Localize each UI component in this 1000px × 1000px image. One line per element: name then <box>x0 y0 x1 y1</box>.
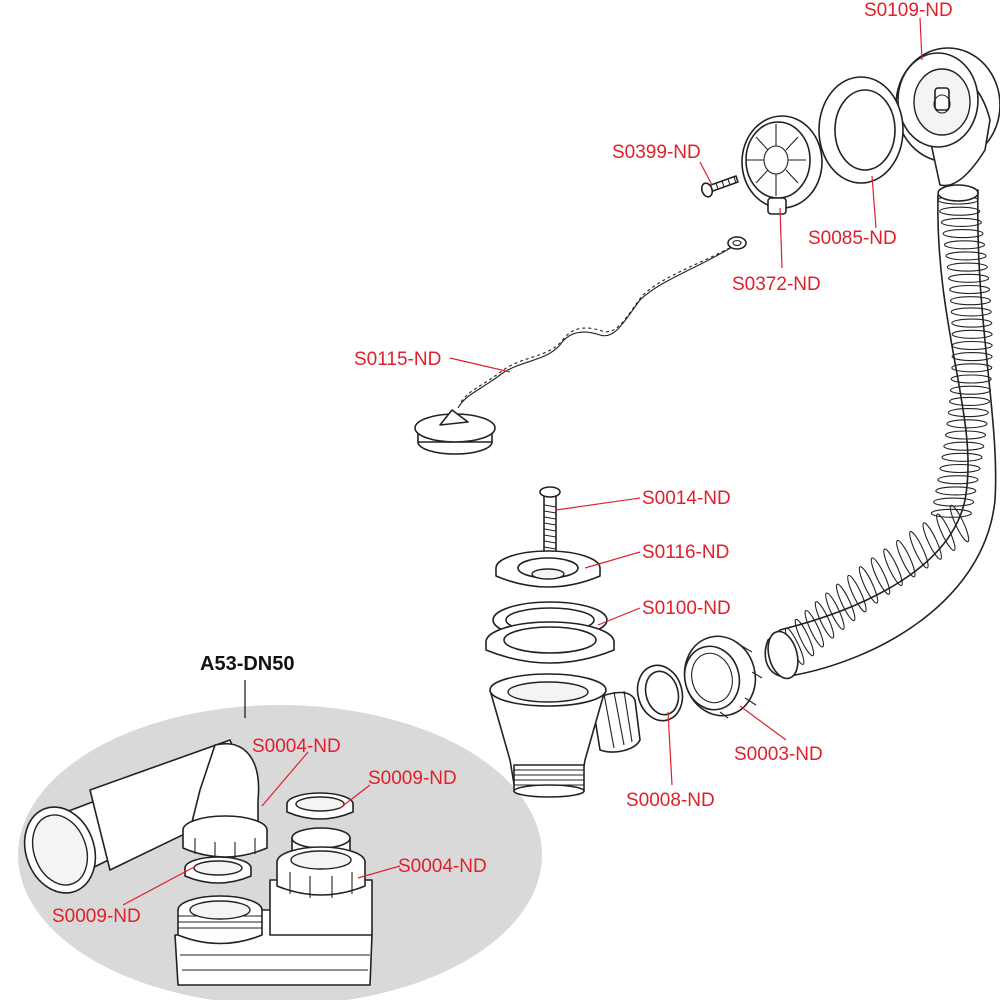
hose-ring <box>949 504 970 543</box>
label-s0372: S0372-ND <box>732 274 821 295</box>
hose-ring <box>870 557 891 595</box>
hose-ring <box>945 251 987 261</box>
hose-ring <box>896 539 916 578</box>
hose-ring <box>951 329 993 339</box>
hose-ring <box>936 513 956 552</box>
hose-ring <box>946 262 988 272</box>
hose-ring <box>922 522 942 560</box>
hose-ring <box>951 352 993 362</box>
hose-ring <box>941 452 983 462</box>
kit-title: A53-DN50 <box>200 653 294 675</box>
label-s0100: S0100-ND <box>642 598 731 619</box>
hose-ring <box>804 609 825 648</box>
hose-ring <box>947 408 989 418</box>
hose-ring <box>814 601 835 639</box>
hose-ring <box>950 307 992 317</box>
part-s0109-overflow-body <box>895 47 1000 187</box>
label-s0009-left: S0009-ND <box>52 906 141 927</box>
hose-ring <box>847 574 867 613</box>
part-s0399-screw <box>700 175 739 198</box>
hose-ring <box>949 385 992 395</box>
part-s0372-overflow-cover <box>741 115 823 215</box>
label-s0003: S0003-ND <box>734 744 823 765</box>
hose-ring <box>948 273 990 283</box>
hose-ring <box>825 592 845 630</box>
hose-ring <box>949 296 992 306</box>
hose-ring <box>940 217 982 227</box>
hose-ring <box>951 340 993 351</box>
hose-ring <box>943 441 985 451</box>
part-s0115-chain-and-plug <box>414 236 747 455</box>
part-s0116-strainer <box>495 550 601 588</box>
leader-lines <box>122 17 923 906</box>
label-s0004-left: S0004-ND <box>252 736 341 757</box>
label-s0115: S0115-ND <box>354 349 441 370</box>
hose-ring <box>950 374 992 384</box>
hose-ring <box>937 475 979 485</box>
label-s0014: S0014-ND <box>642 488 731 509</box>
hose-ring <box>942 229 984 239</box>
label-s0085: S0085-ND <box>808 228 897 249</box>
hose-ring <box>948 396 991 406</box>
part-s0008-ring <box>636 664 684 722</box>
flexible-hose <box>764 184 997 680</box>
hose-ring <box>939 206 981 216</box>
label-s0116: S0116-ND <box>642 542 729 563</box>
hose-ring <box>909 531 929 569</box>
part-s0100-seal-rings <box>485 601 615 664</box>
hose-ring <box>951 318 993 328</box>
hose-ring <box>951 363 993 373</box>
hose-ring <box>944 430 987 440</box>
hose-ring <box>939 463 981 474</box>
hose-ring <box>835 583 856 622</box>
label-s0109: S0109-ND <box>864 0 953 21</box>
hose-ring <box>794 618 815 657</box>
part-s0085-gasket <box>818 76 904 184</box>
hose-ring <box>935 486 977 496</box>
label-s0004-right: S0004-ND <box>398 856 487 877</box>
hose-ring <box>858 566 879 604</box>
label-s0009-right: S0009-ND <box>368 768 457 789</box>
drain-body <box>489 673 641 798</box>
hose-ring <box>946 419 988 429</box>
kit-a53-dn50-siphon <box>23 739 373 986</box>
hose-ring <box>943 240 986 250</box>
hose-ring <box>930 508 972 518</box>
part-s0014-screw <box>539 486 561 556</box>
hose-ring <box>883 548 903 587</box>
label-s0399: S0399-ND <box>612 142 701 163</box>
label-s0008: S0008-ND <box>626 790 715 811</box>
part-s0003-nut <box>683 635 763 719</box>
hose-ring <box>949 284 991 295</box>
